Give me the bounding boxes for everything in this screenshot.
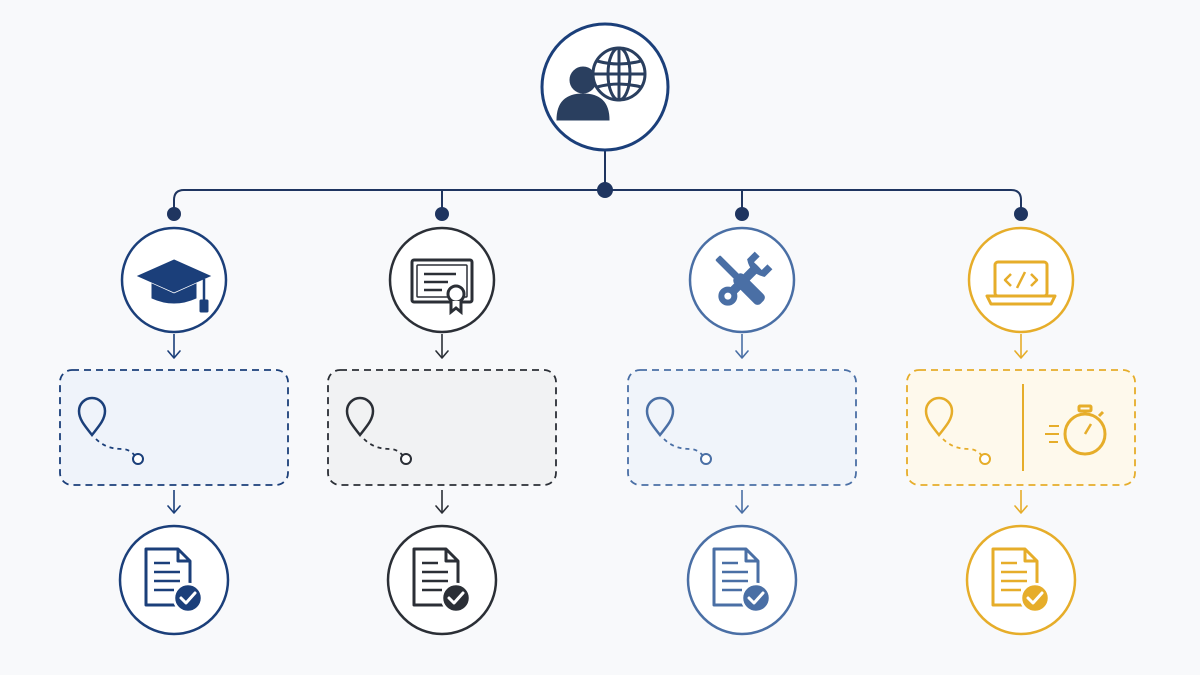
coding-stage-box	[906, 369, 1136, 486]
junction-dot	[735, 207, 749, 221]
branch-education	[59, 207, 289, 636]
tools-stage-box	[627, 369, 857, 486]
arrow-down	[735, 334, 749, 359]
arrow-down	[167, 334, 181, 359]
certificate-node-circle	[388, 226, 496, 334]
branch-tools	[627, 207, 857, 636]
check-badge-icon	[440, 582, 472, 614]
check-badge-icon	[1019, 582, 1051, 614]
connector-lines	[173, 150, 1022, 212]
junction-dot	[1014, 207, 1028, 221]
junction-dot	[435, 207, 449, 221]
bus-line	[173, 189, 1022, 212]
arrow-down	[1014, 334, 1028, 359]
hub-dot	[597, 182, 613, 198]
root-node	[540, 22, 670, 152]
certificate-stage-box	[327, 369, 557, 486]
arrow-down	[1014, 490, 1028, 514]
branches	[59, 207, 1136, 636]
arrow-down	[167, 490, 181, 514]
education-stage-box	[59, 369, 289, 486]
arrow-down	[435, 490, 449, 514]
branch-coding	[906, 207, 1136, 636]
junction-dot	[167, 207, 181, 221]
branch-certificate	[327, 207, 557, 636]
check-badge-icon	[740, 582, 772, 614]
arrow-down	[735, 490, 749, 514]
check-badge-icon	[172, 582, 204, 614]
arrow-down	[435, 334, 449, 359]
